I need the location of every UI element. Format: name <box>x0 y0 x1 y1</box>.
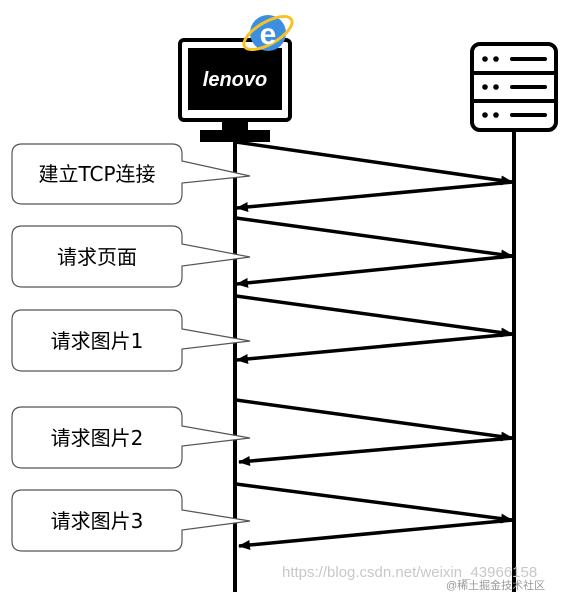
image3-request-arrow <box>235 482 513 524</box>
callout-request-image-3: 请求图片3 <box>11 489 251 552</box>
callout-label: 请求图片2 <box>51 426 144 450</box>
callout-request-page: 请求页面 <box>11 225 251 288</box>
server-rack-icon <box>470 42 558 132</box>
callout-label: 请求图片3 <box>51 509 144 533</box>
callout-label: 建立TCP连接 <box>38 162 155 186</box>
image2-request-arrow <box>235 398 513 442</box>
watermark-community: @稀土掘金技术社区 <box>446 578 545 592</box>
image1-response-arrow <box>236 332 514 364</box>
callout-request-image-1: 请求图片1 <box>11 309 251 372</box>
callout-label: 请求页面 <box>57 245 137 269</box>
client-computer-icon: lenovo <box>178 38 292 142</box>
lenovo-logo: lenovo <box>203 69 267 91</box>
image2-response-arrow <box>238 436 514 467</box>
image1-request-arrow <box>235 294 513 338</box>
svg-text:e: e <box>260 18 277 51</box>
page-request-arrow <box>235 216 513 260</box>
page-response-arrow <box>236 254 514 288</box>
tcp-syn-arrow <box>235 140 513 186</box>
image3-response-arrow <box>238 518 514 550</box>
tcp-ack-arrow <box>236 180 514 212</box>
callout-tcp-connect: 建立TCP连接 <box>11 143 251 205</box>
watermark-url: https://blog.csdn.net/weixin_43966158 <box>282 564 537 581</box>
callout-label: 请求图片1 <box>51 329 144 353</box>
ie-browser-icon: e <box>242 14 294 52</box>
callout-request-image-2: 请求图片2 <box>11 406 251 469</box>
